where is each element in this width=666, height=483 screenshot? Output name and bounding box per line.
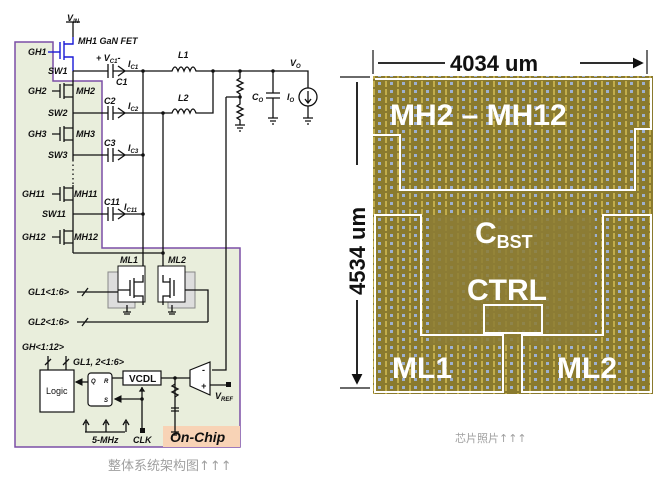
region-ml1-outline — [374, 214, 504, 393]
ic3-label: IC3 — [128, 143, 139, 155]
l1-label: L1 — [178, 50, 189, 60]
logic-label: Logic — [46, 386, 68, 396]
c2-label: C2 — [104, 96, 116, 106]
mh3-label: MH3 — [76, 129, 95, 139]
vin-label: VIN — [67, 13, 80, 25]
gh1-label: GH1 — [28, 47, 47, 57]
region-ml2-label: ML2 — [557, 352, 617, 385]
ic1-label: IC1 — [128, 59, 139, 71]
fet-mh12 — [52, 229, 73, 245]
low-side-fet-ml2 — [157, 265, 209, 322]
flying-capacitors — [73, 64, 163, 221]
c3-label: C3 — [104, 138, 116, 148]
fet-mh3 — [52, 126, 73, 142]
fet-mh2 — [52, 83, 73, 99]
ml1-label: ML1 — [120, 255, 138, 265]
current-source-io — [298, 87, 318, 107]
width-dimension-label: 4034 um — [450, 51, 538, 76]
region-ml1-label: ML1 — [392, 352, 452, 385]
ml2-label: ML2 — [168, 255, 186, 265]
region-ctrl-label: CTRL — [467, 274, 547, 307]
sr-latch — [87, 372, 113, 407]
region-cbst-label: CBST — [475, 217, 533, 252]
on-chip-badge — [163, 426, 240, 447]
on-chip-region — [14, 41, 241, 448]
mh1-label: MH1 GaN FET — [78, 36, 139, 46]
gh12-label: GH12 — [22, 232, 46, 242]
logic-block — [39, 369, 75, 413]
chip-photo-caption: 芯片照片↑↑↑ — [455, 431, 527, 445]
vref-label: VREF — [215, 391, 233, 403]
gh-bus-label: GH<1:12> — [22, 342, 65, 352]
height-dimension-label: 4534 um — [345, 207, 370, 295]
mh12-label: MH12 — [74, 232, 98, 242]
sw2-label: SW2 — [48, 108, 68, 118]
gl-bus-label: GL1, 2<1:6> — [73, 357, 125, 367]
region-ml2-outline — [521, 214, 652, 393]
low-side-fet-ml1 — [107, 265, 146, 315]
chip-photo: MH2 – MH12 CBST CTRL ML1 ML2 4034 um 453… — [340, 50, 653, 445]
ic11-label: IC11 — [124, 202, 138, 214]
region-ctrl-outline — [483, 304, 543, 334]
fet-mh11 — [52, 186, 73, 202]
system-schematic: On-Chip VIN MH1 GaN FET GH1 GH2 GH3 GH11… — [14, 13, 318, 474]
inductor-l1 — [143, 66, 213, 73]
sw3-label: SW3 — [48, 150, 68, 160]
c11-label: C11 — [104, 197, 120, 207]
vcdl-label: VCDL — [129, 374, 156, 385]
region-mh-outline — [373, 78, 652, 191]
mh2-label: MH2 — [76, 86, 95, 96]
clk-label: CLK — [133, 435, 153, 445]
gh2-label: GH2 — [28, 86, 47, 96]
region-mh-label: MH2 – MH12 — [390, 99, 567, 132]
ic2-label: IC2 — [128, 101, 139, 113]
gl1-label: GL1<1:6> — [28, 287, 70, 297]
error-amplifier — [189, 361, 211, 396]
sw11-label: SW11 — [42, 209, 66, 219]
freq-label: 5-MHz — [92, 435, 119, 445]
gh11-label: GH11 — [22, 189, 45, 199]
co-label: CO — [252, 92, 264, 104]
opamp-minus: - — [202, 365, 205, 375]
mh11-label: MH11 — [74, 189, 97, 199]
sr-q: Q — [91, 379, 96, 385]
schematic-caption: 整体系统架构图↑↑↑ — [108, 459, 232, 474]
io-label: IO — [287, 92, 295, 104]
inductor-l2 — [163, 71, 214, 115]
vo-label: VO — [290, 58, 301, 70]
l2-label: L2 — [178, 93, 189, 103]
opamp-plus: + — [201, 381, 207, 391]
sr-s: S — [104, 398, 108, 404]
sr-r: R — [104, 379, 109, 385]
ground-icon — [235, 117, 313, 132]
c1-label: C1 — [116, 77, 128, 87]
gl2-label: GL2<1:6> — [28, 317, 70, 327]
gh3-label: GH3 — [28, 129, 47, 139]
gan-fet-mh1 — [48, 37, 74, 71]
vc1-label: + VC1- — [96, 53, 120, 65]
on-chip-label: On-Chip — [170, 429, 226, 445]
sw1-label: SW1 — [48, 66, 68, 76]
